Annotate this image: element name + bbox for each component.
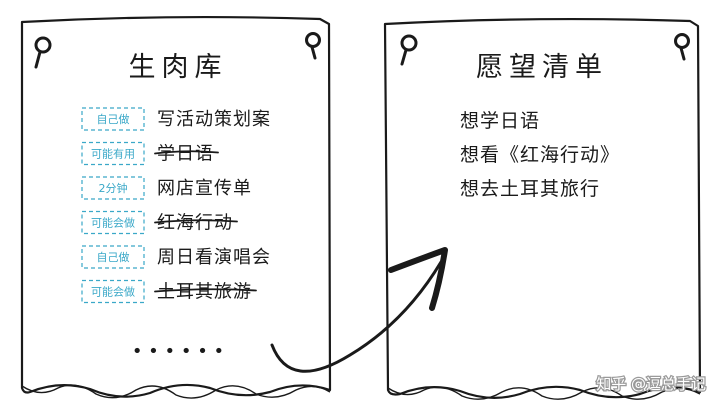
list-item: 自己做 写活动策划案: [81, 107, 271, 131]
right-card-outline: [383, 17, 702, 399]
strikethrough: [154, 219, 238, 224]
tag-label: 可能会做: [91, 285, 135, 299]
tag-box: [81, 210, 145, 235]
item-text: 红海行动: [157, 213, 233, 234]
wish-item: 想学日语: [460, 110, 540, 132]
wish-item: 想去土耳其旅行: [460, 178, 600, 200]
item-text: 写活动策划案: [157, 109, 271, 130]
tag-label: 自己做: [97, 250, 130, 264]
item-text: 土耳其旅游: [157, 282, 252, 303]
left-card-title: 生肉库: [129, 52, 228, 83]
pin-hole-icon: [305, 32, 321, 60]
arrow: [270, 247, 448, 373]
pin-hole-icon: [34, 36, 52, 69]
list-item: 2分钟 网店宣传单: [81, 176, 252, 200]
pin-hole-icon: [674, 33, 690, 61]
item-text: 网店宣传单: [157, 178, 252, 199]
tag-label: 可能有用: [91, 147, 135, 161]
tag-box: [81, 141, 145, 166]
item-text: 周日看演唱会: [157, 247, 271, 268]
ellipsis: • • • • • •: [132, 341, 224, 362]
right-card-torn-edge: [387, 386, 701, 400]
list-item: 可能会做 红海行动: [81, 210, 238, 235]
tag-box: [81, 279, 145, 304]
left-card: 生肉库 自己做写活动策划案可能有用学日语2分钟网店宣传单可能会做红海行动自己做周…: [20, 15, 332, 399]
right-card-title: 愿望清单: [476, 52, 608, 83]
left-card-torn-edge: [21, 384, 331, 399]
strikethrough: [154, 288, 257, 293]
tag-label: 自己做: [97, 112, 130, 126]
list-item: 自己做 周日看演唱会: [81, 245, 271, 269]
arrow-shaft: [270, 260, 443, 373]
tag-box: [81, 107, 145, 131]
tag-box: [81, 176, 145, 200]
pin-hole-icon: [400, 34, 418, 66]
tag-label: 可能会做: [91, 216, 135, 230]
tag-box: [81, 245, 145, 269]
item-text: 学日语: [157, 144, 214, 165]
left-card-rows: 自己做写活动策划案可能有用学日语2分钟网店宣传单可能会做红海行动自己做周日看演唱…: [81, 107, 271, 304]
tag-label: 2分钟: [99, 181, 128, 195]
strikethrough: [154, 150, 219, 155]
arrow-head: [388, 247, 448, 311]
list-item: 可能有用 学日语: [81, 141, 219, 166]
list-item: 可能会做 土耳其旅游: [81, 279, 257, 304]
watermark: 知乎 @逗总手记: [596, 375, 706, 393]
wish-item: 想看《红海行动》: [460, 144, 620, 166]
